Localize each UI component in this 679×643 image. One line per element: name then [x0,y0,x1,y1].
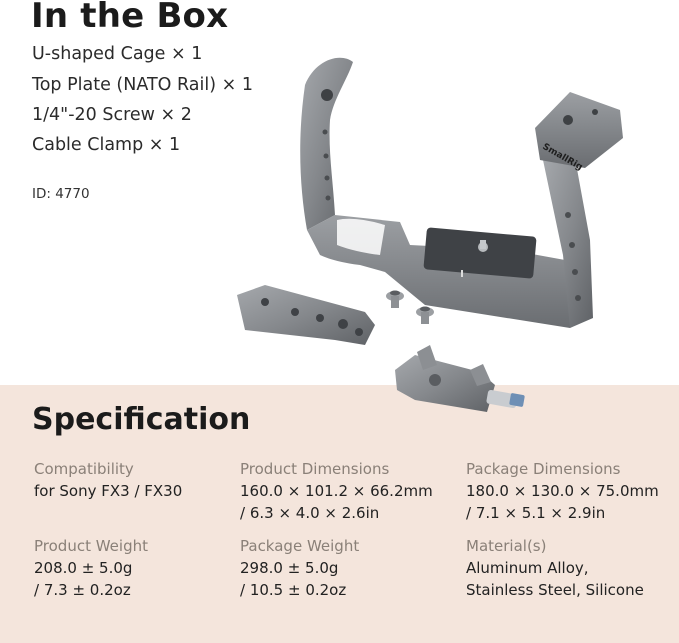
cable-clamp [395,345,525,412]
spec-value: Aluminum Alloy, [466,559,589,577]
spec-product-dimensions: Product Dimensions 160.0 × 101.2 × 66.2m… [240,459,433,523]
spec-value: 208.0 ± 5.0g [34,559,133,577]
spec-value: 180.0 × 130.0 × 75.0mm [466,482,659,500]
spec-label: Package Dimensions [466,460,621,478]
box-item-cable-clamp: Cable Clamp × 1 [32,135,181,155]
spec-value-secondary: / 7.1 × 5.1 × 2.9in [466,504,606,522]
spec-value: for Sony FX3 / FX30 [34,482,183,500]
spec-package-weight: Package Weight 298.0 ± 5.0g / 10.5 ± 0.2… [240,536,359,600]
cage-base [307,215,585,328]
spec-compatibility: Compatibility for Sony FX3 / FX30 [34,459,182,503]
spec-materials: Material(s) Aluminum Alloy, Stainless St… [466,536,644,600]
spec-value-secondary: / 7.3 ± 0.2oz [34,581,131,599]
box-item-screw: 1/4"-20 Screw × 2 [32,105,192,125]
spec-label: Product Dimensions [240,460,390,478]
product-id: ID: 4770 [32,186,90,202]
box-item-cage: U-shaped Cage × 1 [32,44,203,64]
spec-value: 160.0 × 101.2 × 66.2mm [240,482,433,500]
spec-value-secondary: / 10.5 ± 0.2oz [240,581,347,599]
screw-1 [386,290,404,308]
cage-right-upright [543,158,593,328]
specification-title: Specification [32,402,251,437]
spec-product-weight: Product Weight 208.0 ± 5.0g / 7.3 ± 0.2o… [34,536,148,600]
spec-label: Product Weight [34,537,148,555]
spec-value: 298.0 ± 5.0g [240,559,339,577]
spec-package-dimensions: Package Dimensions 180.0 × 130.0 × 75.0m… [466,459,659,523]
spec-label: Package Weight [240,537,360,555]
spec-label: Compatibility [34,460,134,478]
loose-top-plate [237,285,375,345]
product-image: SmallRig [237,57,623,412]
spec-value-secondary: Stainless Steel, Silicone [466,581,644,599]
spec-label: Material(s) [466,537,547,555]
box-item-top-plate: Top Plate (NATO Rail) × 1 [32,75,253,95]
specification-section [0,385,679,643]
top-plate-nato: SmallRig [535,92,623,173]
screw-2 [416,306,434,324]
spec-value-secondary: / 6.3 × 4.0 × 2.6in [240,504,380,522]
in-the-box-title: In the Box [31,0,229,36]
cage-left-grip [300,57,353,230]
